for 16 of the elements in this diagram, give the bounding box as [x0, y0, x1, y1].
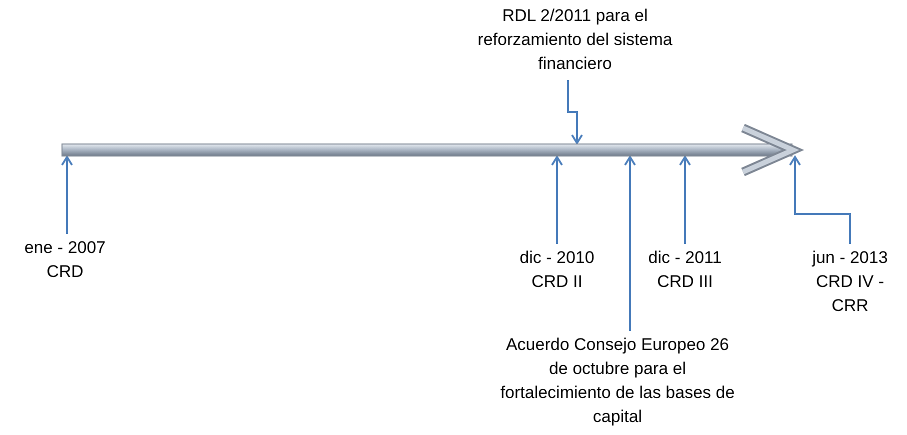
timeline-label: CRD III: [656, 271, 714, 293]
timeline-label: Acuerdo Consejo Europeo 26 de octubre para el fortalecimiento de las bases de capital: [500, 334, 735, 428]
arrow: [567, 80, 583, 144]
arrow: [551, 156, 563, 244]
timeline-label: CRD: [46, 261, 84, 283]
arrow: [679, 156, 691, 244]
timeline-label: CRD II: [530, 271, 584, 293]
arrow: [624, 156, 636, 331]
timeline-label: dic - 2011: [647, 247, 723, 269]
timeline-label: ene - 2007: [23, 237, 107, 259]
timeline-label: jun - 2013: [810, 247, 889, 269]
arrow: [61, 156, 73, 234]
timeline-label: CRD IV - CRR: [815, 271, 885, 317]
timeline-label: RDL 2/2011 para el reforzamiento del sistema financiero: [476, 5, 674, 75]
timeline-label: dic - 2010: [518, 247, 596, 269]
arrow: [789, 156, 851, 244]
